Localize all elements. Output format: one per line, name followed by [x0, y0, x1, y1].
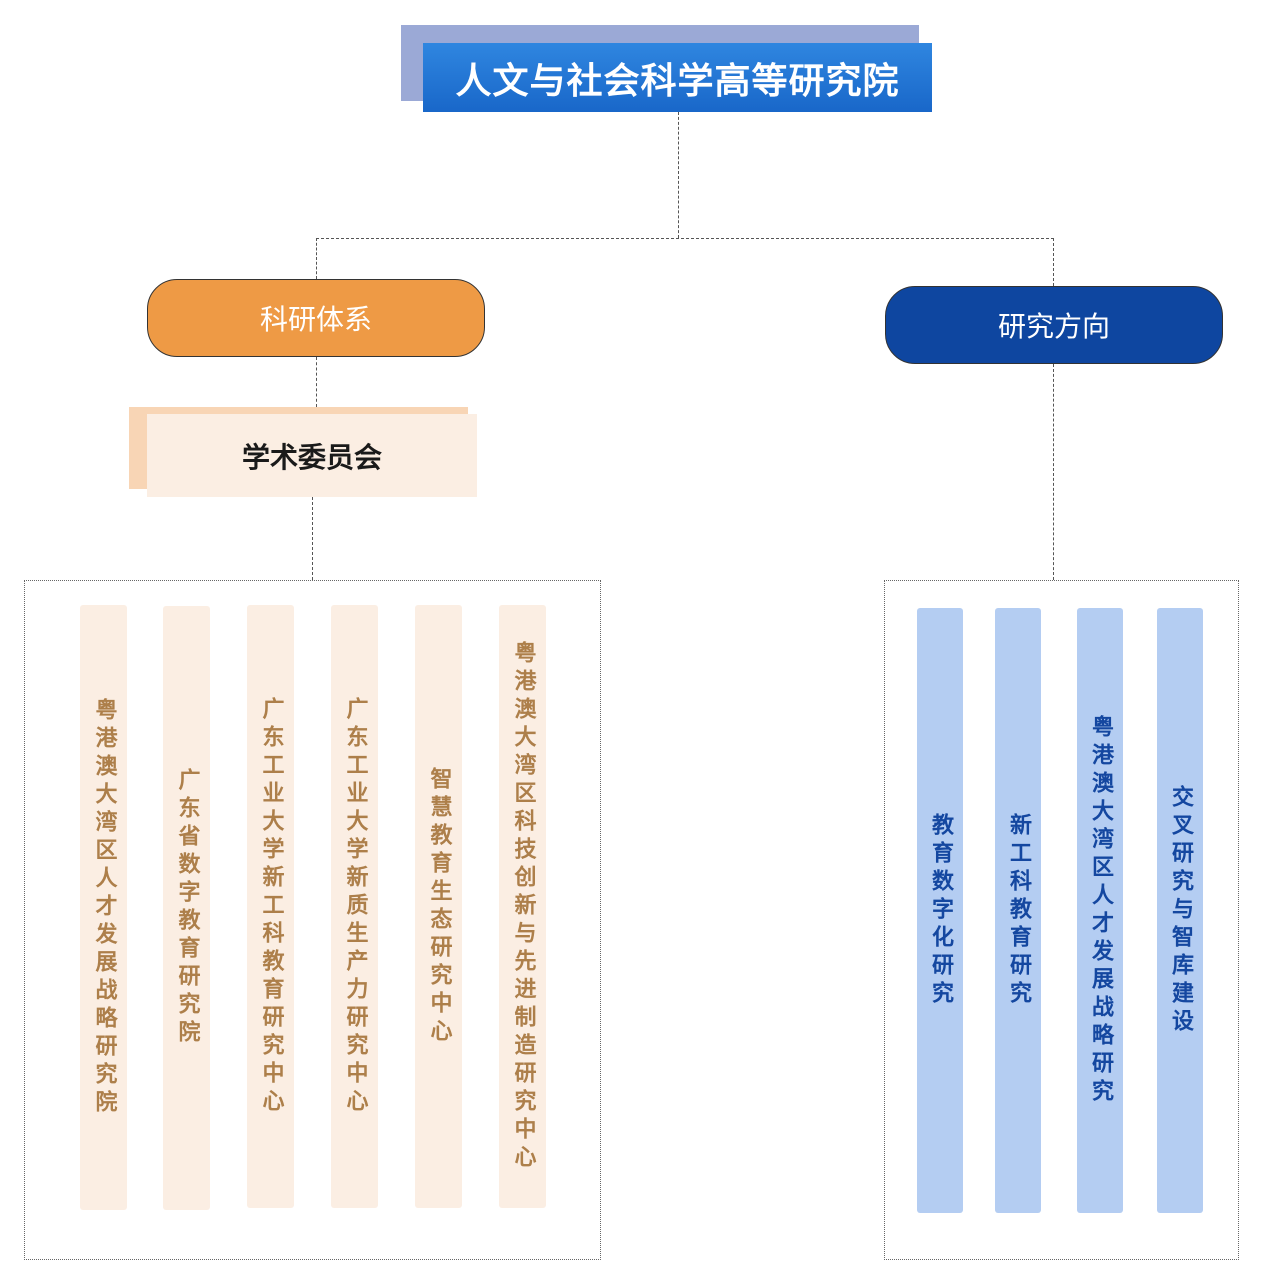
connector-right-to-group — [1053, 364, 1054, 580]
branch-research-direction: 研究方向 — [885, 286, 1223, 364]
institute-label: 粤港澳大湾区科技创新与先进制造研究中心 — [510, 640, 536, 1173]
connector-committee-to-group — [312, 497, 313, 580]
direction-label: 教育数字化研究 — [928, 812, 953, 1009]
institute-column: 粤港澳大湾区人才发展战略研究院 — [80, 605, 127, 1210]
root-title: 人文与社会科学高等研究院 — [423, 43, 932, 112]
direction-column: 粤港澳大湾区人才发展战略研究 — [1077, 608, 1123, 1213]
connector-left-to-committee — [316, 357, 317, 407]
institute-column: 粤港澳大湾区科技创新与先进制造研究中心 — [499, 605, 546, 1208]
institute-column: 广东工业大学新质生产力研究中心 — [331, 605, 378, 1208]
institute-label: 广东工业大学新质生产力研究中心 — [342, 696, 368, 1117]
connector-root-down — [678, 112, 679, 238]
institute-label: 广东省数字教育研究院 — [174, 768, 200, 1048]
connector-to-right-branch — [1053, 238, 1054, 286]
direction-column: 教育数字化研究 — [917, 608, 963, 1213]
connector-to-left-branch — [316, 238, 317, 279]
institute-label: 粤港澳大湾区人才发展战略研究院 — [91, 697, 117, 1118]
direction-column: 新工科教育研究 — [995, 608, 1041, 1213]
academic-committee: 学术委员会 — [147, 414, 477, 497]
institute-column: 智慧教育生态研究中心 — [415, 605, 462, 1208]
research-directions-group — [884, 580, 1239, 1260]
direction-column: 交叉研究与智库建设 — [1157, 608, 1203, 1213]
branch-research-system: 科研体系 — [147, 279, 485, 357]
institute-column: 广东省数字教育研究院 — [163, 606, 210, 1210]
institute-label: 广东工业大学新工科教育研究中心 — [258, 696, 284, 1117]
connector-horizontal — [316, 238, 1054, 239]
direction-label: 粤港澳大湾区人才发展战略研究 — [1088, 714, 1113, 1107]
institute-label: 智慧教育生态研究中心 — [426, 766, 452, 1047]
direction-label: 交叉研究与智库建设 — [1168, 784, 1193, 1037]
institute-column: 广东工业大学新工科教育研究中心 — [247, 605, 294, 1208]
research-institutes-group — [24, 580, 601, 1260]
direction-label: 新工科教育研究 — [1006, 812, 1031, 1009]
